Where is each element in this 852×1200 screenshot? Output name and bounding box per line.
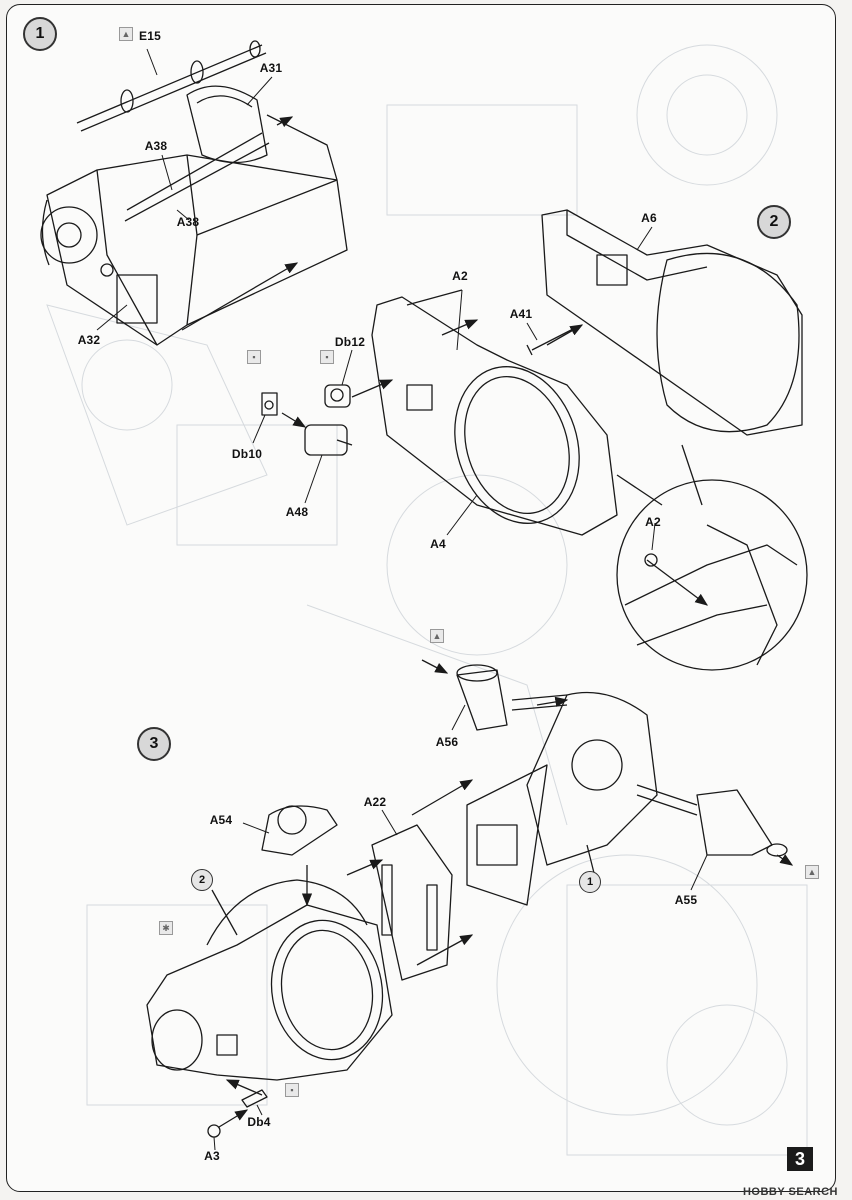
background-ghost-drawing (46, 44, 808, 1156)
part-label-A3: A3 (204, 1149, 220, 1163)
part-label-A55: A55 (674, 893, 698, 907)
part-label-A56: A56 (435, 735, 459, 749)
part-label-A32: A32 (77, 333, 101, 347)
assembly-line-art (40, 40, 808, 1151)
part-label-A54: A54 (209, 813, 233, 827)
step2-assembly (261, 209, 808, 671)
part-label-A2: A2 (452, 269, 468, 283)
cement-icon: ▲ (430, 629, 444, 643)
glue-icon: ✱ (159, 921, 173, 935)
part-label-A4: A4 (430, 537, 446, 551)
step-number-2: 2 (757, 205, 791, 239)
part-label-A22: A22 (363, 795, 387, 809)
step3-assembly (146, 659, 794, 1138)
part-label-Db10: Db10 (231, 447, 263, 461)
cement-icon: ▲ (805, 865, 819, 879)
part-label-Db12: Db12 (334, 335, 366, 349)
reference-step-1: 1 (579, 871, 601, 893)
step-number-3: 3 (137, 727, 171, 761)
page-number: 3 (787, 1147, 813, 1171)
paint-icon: ▪ (320, 350, 334, 364)
paint-icon: ▲ (119, 27, 133, 41)
part-label-A31: A31 (259, 61, 283, 75)
part-label-A38-lower: A38 (176, 215, 200, 229)
part-label-Db4: Db4 (247, 1115, 271, 1129)
reference-step-2: 2 (191, 869, 213, 891)
part-label-A48: A48 (285, 505, 309, 519)
paint-icon: ▪ (285, 1083, 299, 1097)
part-label-A38-upper: A38 (144, 139, 168, 153)
watermark-logo: HOBBY SEARCH (742, 1186, 838, 1198)
step-number-1: 1 (23, 17, 57, 51)
part-label-E15: E15 (139, 29, 161, 43)
instruction-sheet: 1 2 3 2 1 ▲ ▪ ▪ ▲ ▲ ✱ ▪ E15 A31 A38 A38 … (6, 4, 836, 1192)
part-label-A2-detail: A2 (645, 515, 661, 529)
step1-assembly (40, 40, 348, 346)
part-label-A6: A6 (641, 211, 657, 225)
part-label-A41: A41 (509, 307, 533, 321)
paint-icon: ▪ (247, 350, 261, 364)
